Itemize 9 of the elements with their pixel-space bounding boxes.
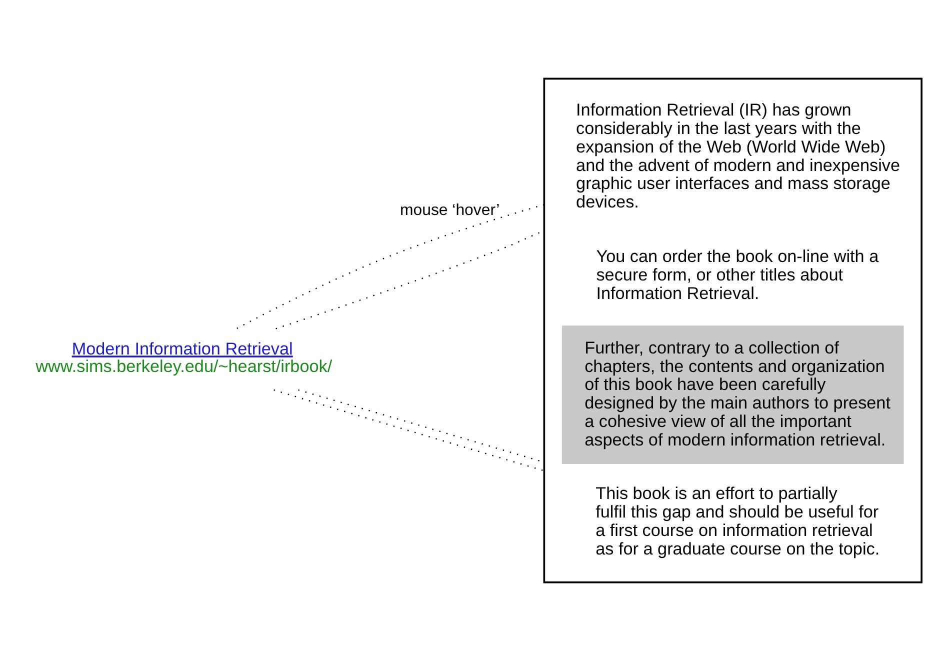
node-text: You can order the book on-line with a secure form, or other titles about Information Retrieval. (596, 246, 879, 302)
edge-label: mouse ‘hover’ (400, 202, 500, 219)
node-text: Information Retrieval (IR) has grown considerably in the last years with the expansion of the Web (World Wide Web) and the advent of modern and inexpensive graphic user interfaces and mass storage devices. (576, 99, 900, 212)
cluster (543, 77, 922, 583)
connector (236, 204, 544, 328)
node-text: Modern Information Retrieval www.sims.berkeley.edu/~hearst/irbook/ (36, 338, 332, 376)
connector (274, 388, 544, 471)
node-text: This book is an effort to partially fulfil this gap and should be useful for a first course on information retrieval as for a graduate course on the topic. (596, 482, 880, 558)
node-box: Further, contrary to a collection of chapters, the contents and organization of this book have been carefully designed by the main authors to present a cohesive view of all the important aspects of modern information retrieval. (562, 325, 904, 464)
